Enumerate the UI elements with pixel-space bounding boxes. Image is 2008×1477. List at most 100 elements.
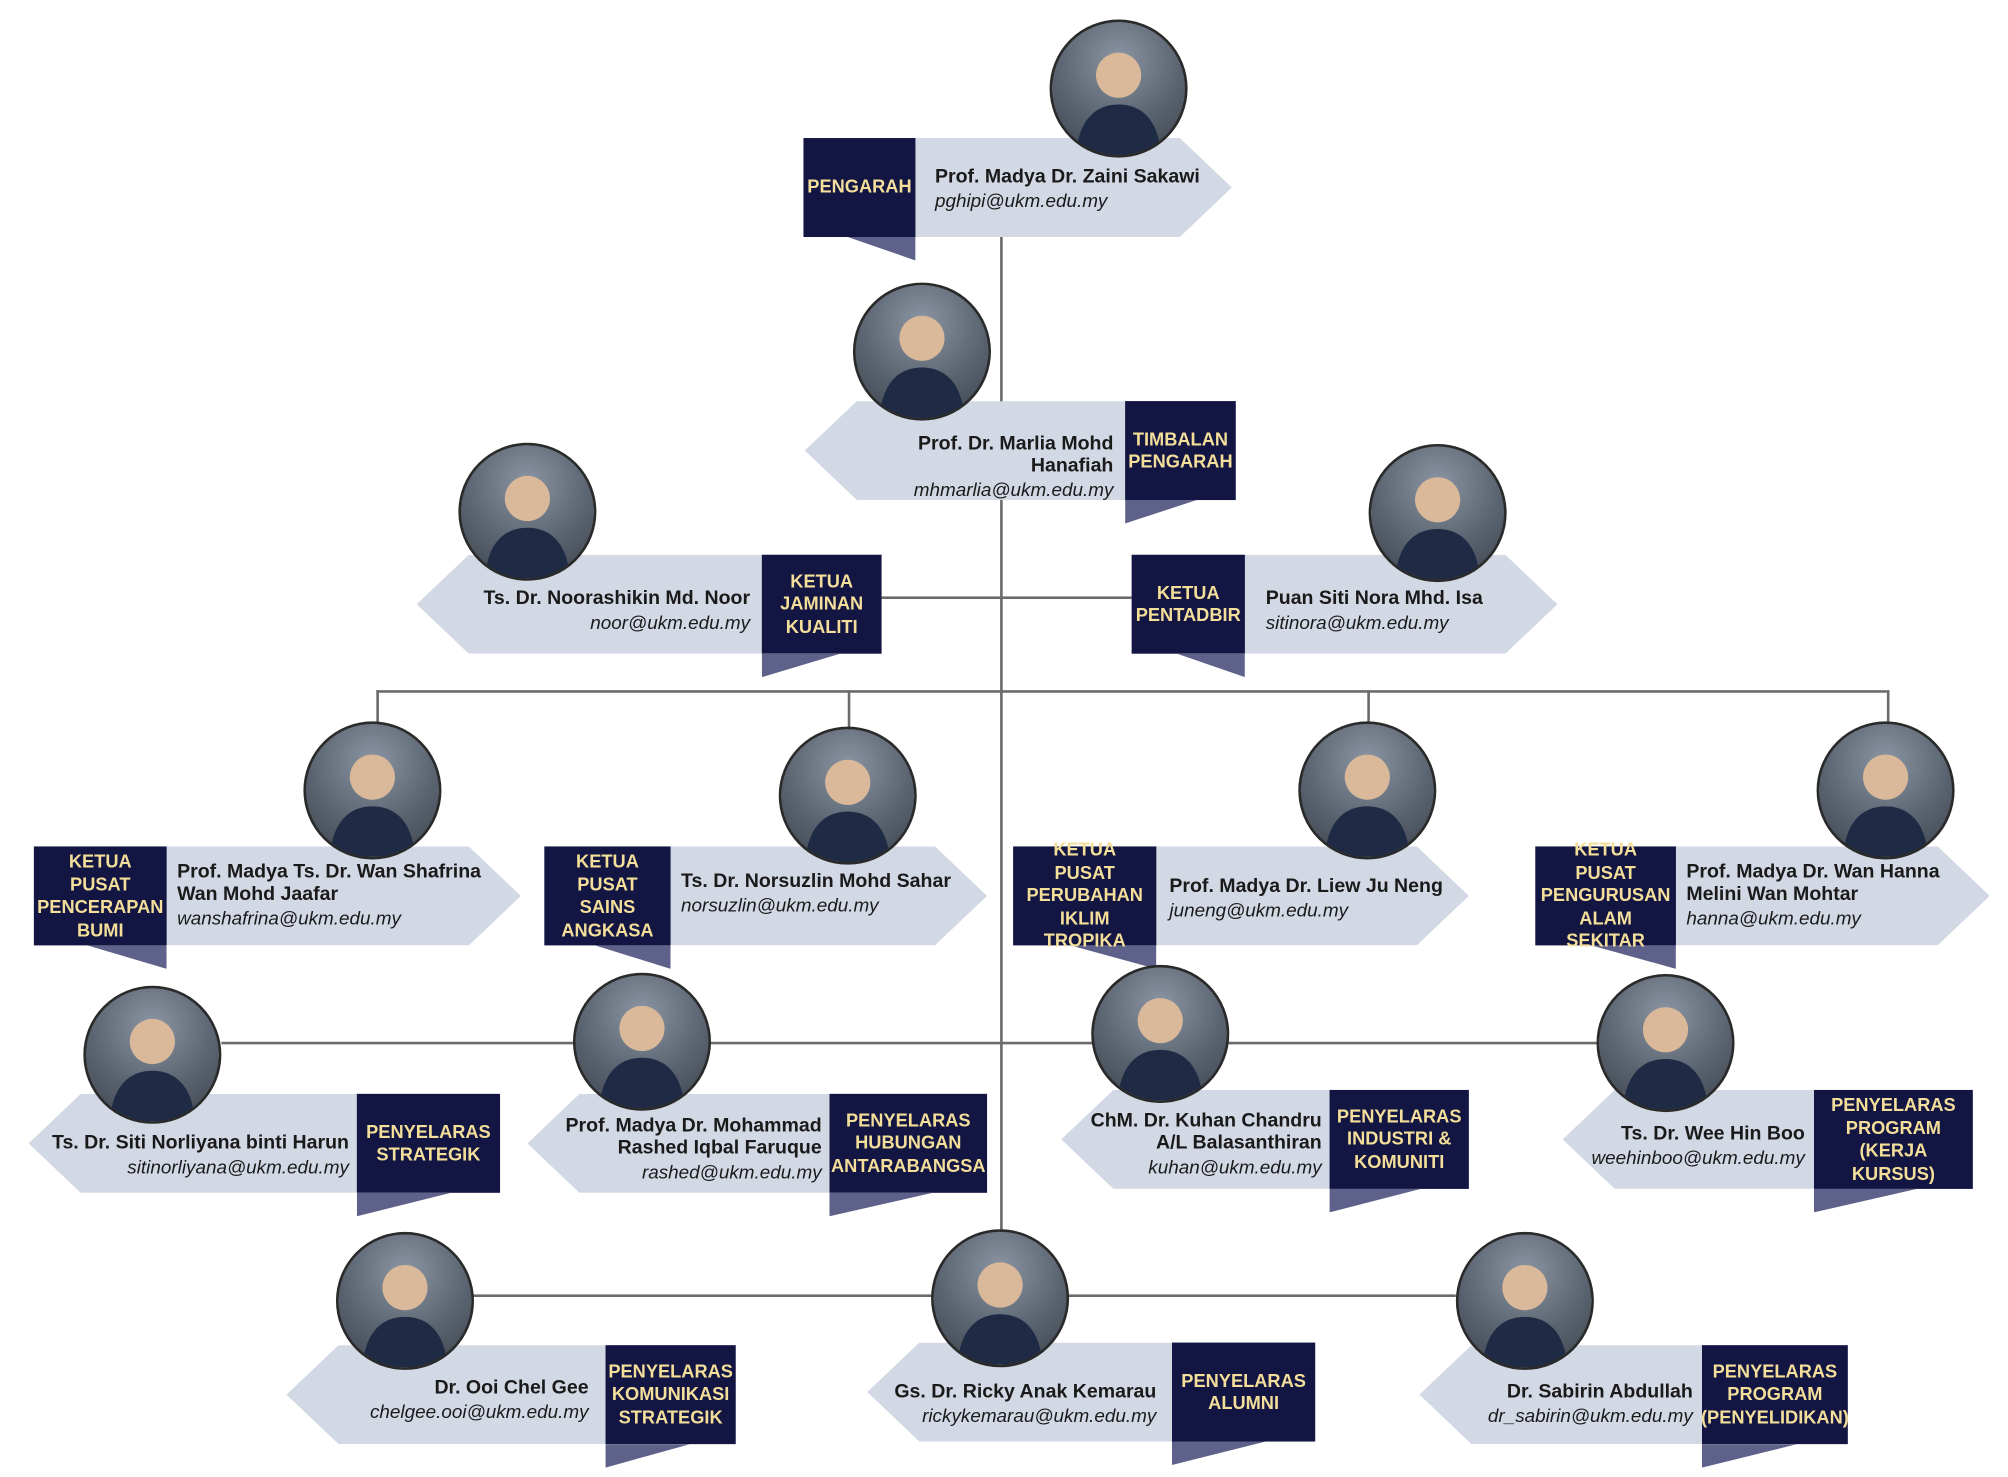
role-tag-tail [1329, 1188, 1421, 1213]
person-info: Gs. Dr. Ricky Anak Kemarau rickykemarau@u… [885, 1380, 1156, 1428]
person-name: Prof. Madya Ts. Dr. Wan Shafrina Wan Moh… [177, 860, 482, 906]
role-tag: TIMBALAN PENGARAH [1125, 401, 1236, 501]
role-tag: PENYELARAS INDUSTRI & KOMUNITI [1329, 1089, 1469, 1189]
person-silhouette [805, 759, 891, 863]
role-tag: KETUA PUSAT PENCERAPAN BUMI [33, 846, 167, 946]
person-photo-icon [1596, 974, 1735, 1113]
person-name: Ts. Dr. Noorashikin Md. Noor [483, 587, 751, 610]
role-tag: PENYELARAS KOMUNIKASI STRATEGIK [605, 1345, 736, 1445]
name-arrow-bar [167, 846, 521, 945]
role-tag: PENYELARAS HUBUNGAN ANTARABANGSA [829, 1093, 988, 1193]
person-email: norsuzlin@ukm.edu.my [681, 895, 879, 917]
role-tag-tail [829, 1192, 933, 1217]
person-info: Prof. Dr. Marlia Mohd Hanafiah mhmarlia@u… [833, 432, 1114, 502]
person-email: noor@ukm.edu.my [590, 613, 751, 635]
person-info: Ts. Dr. Noorashikin Md. Noor noor@ukm.edu… [456, 587, 750, 635]
person-photo-icon [83, 985, 222, 1124]
person-photo-icon [303, 721, 442, 860]
role-tag: PENYELARAS PROGRAM (KERJA KURSUS) [1813, 1089, 1973, 1189]
person-info: Prof. Madya Ts. Dr. Wan Shafrina Wan Moh… [177, 861, 516, 931]
person-silhouette [879, 315, 965, 419]
person-email: juneng@ukm.edu.my [1169, 901, 1349, 922]
role-tag-tail [1701, 1444, 1798, 1468]
person-email: hanna@ukm.edu.my [1686, 908, 1861, 930]
person-info: Puan Siti Nora Mhd. Isa sitinora@ukm.edu.… [1266, 587, 1546, 635]
person-info: ChM. Dr. Kuhan Chandru A/L Balasanthiran… [1074, 1109, 1322, 1179]
role-tag: KETUA JAMINAN KUALITI [761, 554, 882, 654]
name-arrow-bar [527, 1093, 830, 1193]
person-photo-icon [1816, 721, 1955, 860]
person-silhouette [329, 754, 415, 857]
person-photo-icon [335, 1231, 475, 1370]
connector-line [221, 1041, 1597, 1044]
person-silhouette [109, 1018, 195, 1122]
person-name: Gs. Dr. Ricky Anak Kemarau [894, 1380, 1157, 1403]
role-tag-tail [1125, 500, 1197, 524]
role-tag: PENYELARAS ALUMNI [1171, 1342, 1316, 1442]
role-tag-tail [356, 1192, 451, 1217]
person-silhouette [1395, 477, 1481, 580]
person-name: Puan Siti Nora Mhd. Isa [1265, 587, 1483, 610]
person-email: pghipi@ukm.edu.my [934, 191, 1108, 213]
person-name: Prof. Madya Dr. Mohammad Rashed Iqbal Fa… [565, 1114, 822, 1159]
role-tag: PENGARAH [803, 138, 916, 238]
role-tag: KETUA PUSAT SAINS ANGKASA [544, 846, 671, 946]
role-tag-tail [1177, 653, 1245, 678]
person-name: Prof. Madya Dr. Liew Ju Neng [1169, 875, 1443, 898]
person-silhouette [484, 475, 570, 579]
person-info: Prof. Madya Dr. Liew Ju Neng juneng@ukm.e… [1169, 875, 1462, 923]
person-silhouette [957, 1262, 1043, 1365]
person-name: Dr. Sabirin Abdullah [1506, 1380, 1693, 1403]
role-tag: KETUA PENTADBIR [1131, 554, 1245, 654]
person-photo-icon [1049, 19, 1188, 158]
person-photo-icon [458, 442, 597, 581]
person-silhouette [1623, 1007, 1709, 1110]
person-info: Prof. Madya Dr. Mohammad Rashed Iqbal Fa… [547, 1115, 822, 1185]
role-tag: KETUA PUSAT PENGURUSAN ALAM SEKITAR [1535, 839, 1676, 951]
name-arrow-bar [804, 401, 1126, 501]
person-name: Ts. Dr. Siti Norliyana binti Harun [51, 1131, 349, 1154]
person-silhouette [1324, 754, 1410, 857]
person-photo-icon [1298, 721, 1437, 860]
person-email: dr_sabirin@ukm.edu.my [1487, 1406, 1693, 1428]
name-arrow-bar [416, 554, 762, 654]
role-tag: PENYELARAS PROGRAM (PENYELIDIKAN) [1701, 1345, 1849, 1445]
person-name: Prof. Dr. Marlia Mohd Hanafiah [918, 432, 1114, 477]
person-silhouette [1117, 998, 1203, 1101]
person-name: ChM. Dr. Kuhan Chandru A/L Balasanthiran [1090, 1109, 1322, 1154]
person-info: Ts. Dr. Wee Hin Boo weehinboo@ukm.edu.my [1570, 1122, 1804, 1170]
person-name: Ts. Dr. Wee Hin Boo [1621, 1122, 1805, 1145]
name-arrow-bar [915, 138, 1231, 237]
person-email: weehinboo@ukm.edu.my [1591, 1148, 1805, 1170]
person-silhouette [1482, 1265, 1568, 1368]
person-email: rashed@ukm.edu.my [641, 1162, 822, 1184]
person-email: chelgee.ooi@ukm.edu.my [369, 1402, 589, 1424]
person-photo-icon [931, 1229, 1070, 1368]
person-email: sitinora@ukm.edu.my [1265, 613, 1449, 635]
role-tag-tail [761, 653, 840, 678]
role-tag: KETUA PUSAT PERUBAHAN IKLIM TROPIKA [1013, 839, 1157, 951]
name-arrow-bar [286, 1345, 606, 1445]
connector-line [881, 596, 1132, 599]
person-email: kuhan@ukm.edu.my [1148, 1157, 1322, 1179]
person-photo-icon [1368, 444, 1507, 583]
connector-line [376, 690, 1887, 693]
role-tag-tail [1171, 1441, 1266, 1465]
person-email: sitinorliyana@ukm.edu.my [127, 1157, 349, 1179]
person-photo-icon [852, 282, 991, 421]
connector-line [1000, 214, 1003, 1240]
name-arrow-bar [1156, 846, 1469, 945]
person-silhouette [1843, 754, 1929, 857]
person-email: rickykemarau@ukm.edu.my [922, 1406, 1157, 1428]
person-email: mhmarlia@ukm.edu.my [913, 480, 1114, 502]
person-info: Prof. Madya Dr. Wan Hanna Melini Wan Moh… [1686, 861, 1979, 931]
role-tag-tail [87, 945, 167, 969]
role-tag: PENYELARAS STRATEGIK [356, 1093, 501, 1193]
person-silhouette [362, 1265, 448, 1368]
name-arrow-bar [671, 846, 987, 945]
role-tag-tail [847, 237, 916, 261]
